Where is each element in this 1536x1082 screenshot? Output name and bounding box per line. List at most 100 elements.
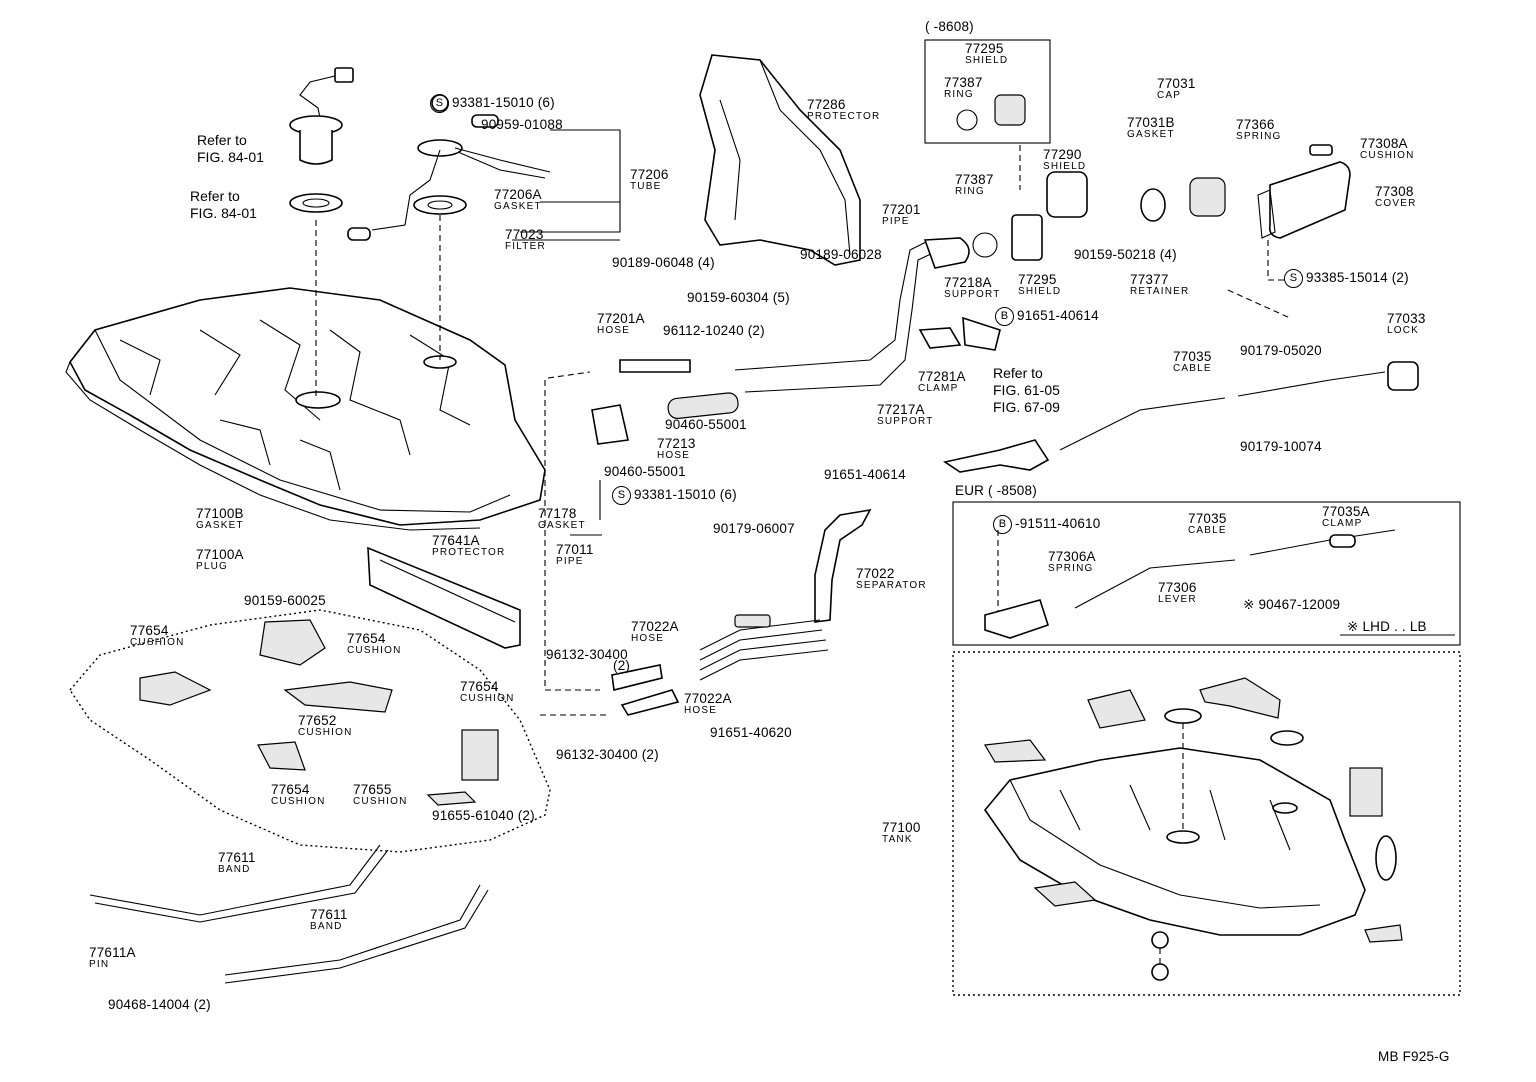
part-number: 77201A — [597, 311, 645, 326]
circle-mark-icon: S — [430, 94, 449, 113]
part-number: 77611A — [89, 945, 136, 960]
part-name: PROTECTOR — [432, 546, 506, 558]
part-number: 77100A — [196, 547, 244, 562]
part-number: 77022A — [684, 691, 732, 706]
protector-drawing — [699, 54, 861, 266]
part-number-text: 90179-10074 — [1240, 439, 1322, 454]
part-name: TANK — [882, 833, 913, 845]
part-number-callout: 90179-05020 — [1240, 344, 1322, 358]
part-number: 77286 — [807, 97, 846, 112]
part-name: RETAINER — [1130, 285, 1190, 297]
part-number-text: 93381-15010 (6) — [634, 487, 737, 503]
part-number: 77654 — [130, 623, 169, 638]
circle-mark-icon: S — [612, 486, 631, 505]
part-name: BAND — [310, 920, 343, 932]
part-name: COVER — [1375, 197, 1417, 209]
part-number: 77035 — [1188, 511, 1227, 526]
part-number: 77218A — [944, 275, 992, 290]
part-name: SHIELD — [965, 54, 1009, 66]
fuel-door-drawing — [1257, 144, 1351, 239]
part-name: PIPE — [882, 215, 910, 227]
cushion-layout-drawing — [69, 609, 551, 853]
part-number-callout: 91651-40614 — [824, 468, 906, 482]
part-number-callout: 90159-50218 (4) — [1074, 248, 1177, 262]
part-number-text: 90959-01088 — [481, 117, 563, 132]
part-number: 77031 — [1157, 76, 1196, 91]
diagram-code: MB F925-G — [1378, 1049, 1450, 1064]
part-number-text: 90189-06048 (4) — [612, 255, 715, 270]
part-name: CABLE — [1173, 362, 1212, 374]
part-name: GASKET — [1127, 128, 1175, 140]
part-number: 77011 — [556, 542, 594, 557]
part-number: 77178 — [538, 506, 577, 521]
part-name: CUSHION — [353, 795, 408, 807]
part-name: CLAMP — [1322, 517, 1363, 529]
part-number-callout: 90460-55001 — [604, 465, 686, 479]
figure-reference-line: FIG. 67-09 — [993, 399, 1060, 415]
part-number-text: 90460-55001 — [604, 464, 686, 479]
figure-reference-line: Refer to — [993, 365, 1043, 381]
part-name: SUPPORT — [877, 415, 934, 427]
eur-box-title: EUR ( -8508) — [955, 483, 1037, 498]
part-number: 77611 — [310, 907, 348, 922]
part-number-text: 90468-14004 (2) — [108, 997, 211, 1012]
part-number: 77206A — [494, 187, 542, 202]
part-number: 77308A — [1360, 136, 1408, 151]
part-number: 77387 — [944, 75, 983, 90]
part-name: GASKET — [538, 519, 586, 531]
part-name: CUSHION — [298, 726, 353, 738]
lhd-lb-note: ※ LHD . . LB — [1347, 619, 1427, 634]
circle-mark-icon: B — [993, 515, 1012, 534]
part-number-callout: (2) — [613, 659, 630, 673]
part-number: 77654 — [460, 679, 499, 694]
part-number-text: 91651-40620 — [710, 725, 792, 740]
part-number-callout: 96132-30400 (2) — [556, 748, 659, 762]
part-name: PLUG — [196, 560, 229, 572]
eur-box-frame — [952, 501, 1461, 646]
part-name: BAND — [218, 863, 251, 875]
part-name: FILTER — [505, 240, 546, 252]
part-number-text: 90189-06028 — [800, 247, 882, 262]
bracket-drawing — [918, 316, 1050, 473]
part-number-callout: 90179-10074 — [1240, 440, 1322, 454]
part-name: SUPPORT — [944, 288, 1001, 300]
figure-reference-line: Refer to — [197, 132, 247, 148]
part-number-callout: 96132-30400 — [546, 648, 628, 662]
part-number-text: 93385-15014 (2) — [1306, 270, 1409, 286]
part-number-text: 91651-40614 — [824, 467, 906, 482]
part-number-text: 96132-30400 — [546, 647, 628, 662]
part-name: CABLE — [1188, 524, 1227, 536]
leader-lines — [315, 129, 1291, 716]
part-number-text: 90159-60025 — [244, 593, 326, 608]
part-number-text: 96132-30400 (2) — [556, 747, 659, 762]
shield-box-title: ( -8608) — [925, 19, 974, 34]
part-name: CUSHION — [130, 636, 185, 648]
cable-lock-drawing — [1059, 361, 1419, 451]
part-name: HOSE — [657, 449, 691, 461]
part-number: 77295 — [965, 41, 1004, 56]
part-number-text: 90179-06007 — [713, 521, 795, 536]
